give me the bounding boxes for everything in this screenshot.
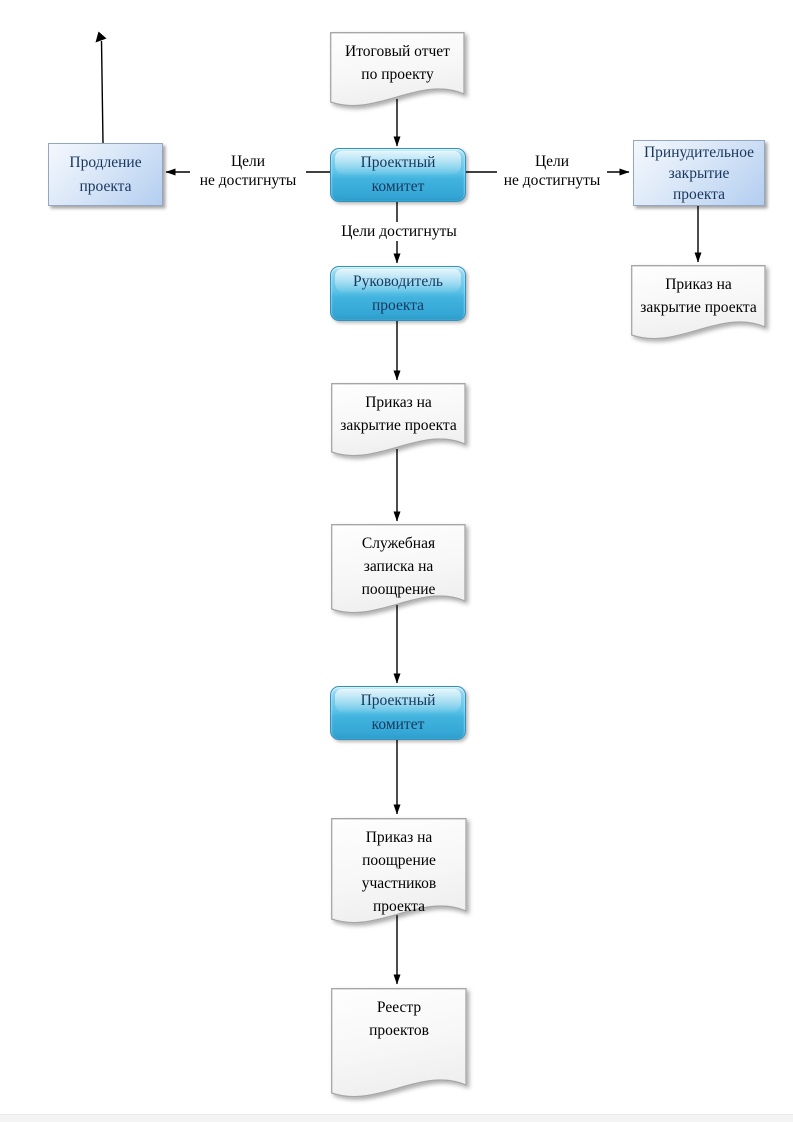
node-prolongation-label: Продление проекта: [69, 153, 142, 195]
doc-memo-incentive[interactable]: Служебная записка на поощрение: [331, 524, 466, 614]
node-project-manager-label: Руководитель проекта: [352, 272, 444, 314]
doc-closure-order-right-label: Приказ на закрытие проекта: [640, 276, 757, 316]
doc-incentive-order[interactable]: Приказ на поощрение участников проекта: [331, 818, 467, 924]
doc-project-registry-label: Реестр проектов: [369, 999, 429, 1039]
edge-label-goals-not-met-left: Цели не достигнуты: [190, 152, 306, 190]
doc-incentive-order-label: Приказ на поощрение участников проекта: [361, 829, 437, 915]
node-forced-closure[interactable]: Принудительное закрытие проекта: [633, 140, 765, 206]
arrow-prolongation-up: [100, 40, 104, 144]
edge-label-goals-met: Цели достигнуты: [332, 222, 466, 241]
node-project-committee-2[interactable]: Проектный комитет: [330, 686, 466, 740]
node-forced-closure-label: Принудительное закрытие проекта: [643, 143, 755, 203]
doc-project-registry[interactable]: Реестр проектов: [331, 988, 467, 1098]
doc-final-report-label: Итоговый отчет по проекту: [345, 43, 450, 83]
edge-label-goals-not-met-right: Цели не достигнуты: [497, 152, 607, 190]
node-project-manager[interactable]: Руководитель проекта: [330, 266, 466, 321]
arrow-prolongation-up-head: [95, 31, 107, 43]
doc-closure-order-label: Приказ на закрытие проекта: [340, 394, 457, 434]
doc-closure-order-right[interactable]: Приказ на закрытие проекта: [631, 265, 766, 340]
doc-closure-order[interactable]: Приказ на закрытие проекта: [331, 383, 466, 457]
page-edge-strip: [0, 1114, 793, 1122]
node-prolongation[interactable]: Продление проекта: [48, 143, 163, 206]
doc-final-report[interactable]: Итоговый отчет по проекту: [330, 32, 465, 107]
node-project-committee-2-label: Проектный комитет: [360, 692, 436, 733]
node-project-committee-1[interactable]: Проектный комитет: [330, 148, 466, 202]
node-project-committee-1-label: Проектный комитет: [360, 154, 436, 195]
doc-memo-incentive-label: Служебная записка на поощрение: [361, 535, 436, 598]
